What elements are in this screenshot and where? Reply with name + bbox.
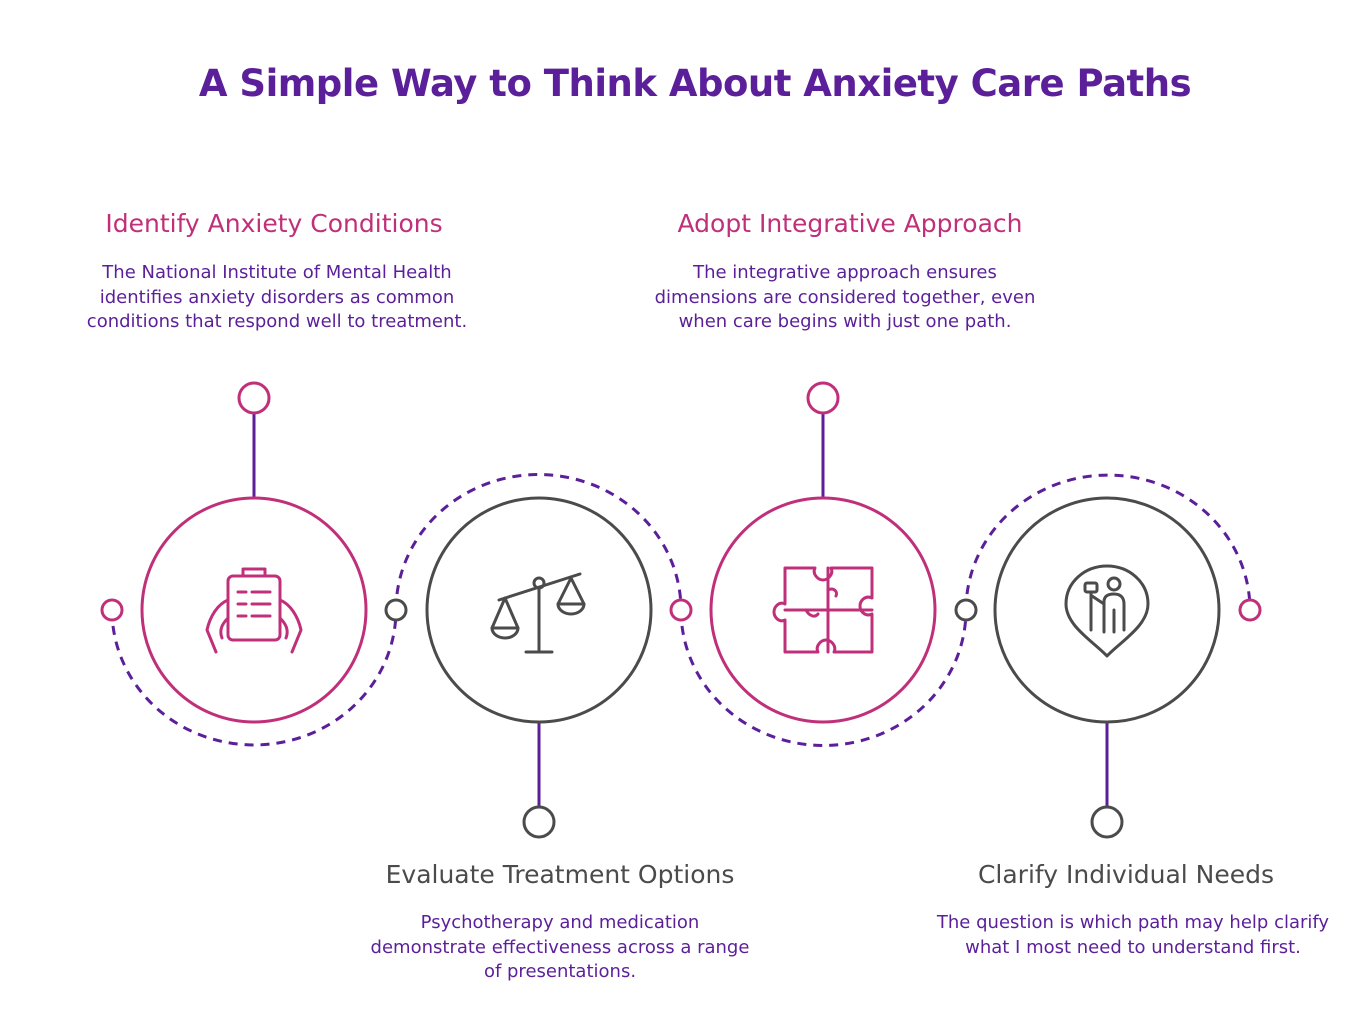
path-node-4 <box>954 598 978 622</box>
stem-node-step-1 <box>237 381 271 415</box>
page-title: A Simple Way to Think About Anxiety Care… <box>198 62 1192 105</box>
stem-node-step-2 <box>522 805 556 839</box>
stem-node-step-4 <box>1090 805 1124 839</box>
path-node-5 <box>1238 598 1262 622</box>
step-4-circle <box>993 496 1221 724</box>
path-node-1 <box>100 598 124 622</box>
step-3-description: The integrative approach ensures dimensi… <box>654 262 1036 332</box>
connector-arc-2 <box>394 473 683 611</box>
person-location-pin-icon <box>1064 564 1150 658</box>
step-3-title: Adopt Integrative Approach <box>677 209 1023 238</box>
connector-arc-3 <box>679 609 968 747</box>
stem-node-step-3 <box>806 381 840 415</box>
step-4-description: The question is which path may help clar… <box>936 912 1330 958</box>
step-2-title: Evaluate Treatment Options <box>385 860 735 889</box>
step-1-description: The National Institute of Mental Health … <box>86 262 468 332</box>
step-4-title: Clarify Individual Needs <box>977 860 1275 889</box>
clipboard-hands-icon <box>205 567 303 654</box>
puzzle-pieces-icon <box>772 566 874 654</box>
connector-arc-4 <box>964 473 1252 611</box>
step-2-description: Psychotherapy and medication demonstrate… <box>370 912 750 982</box>
balance-scale-icon <box>490 572 586 654</box>
path-node-2 <box>384 598 408 622</box>
step-1-circle <box>140 496 368 724</box>
step-1-title: Identify Anxiety Conditions <box>105 209 443 238</box>
path-node-3 <box>669 598 693 622</box>
connector-arc-1 <box>110 609 398 747</box>
